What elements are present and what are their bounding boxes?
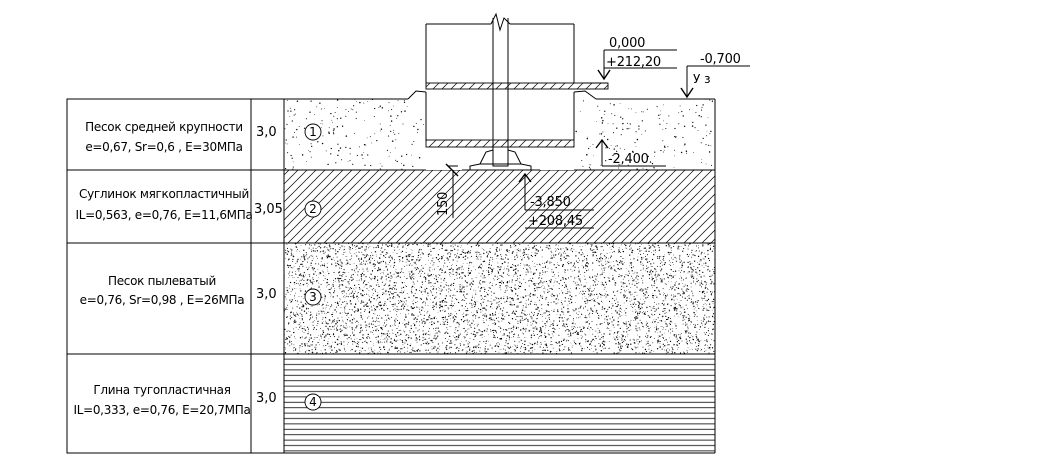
layer-4-thickness: 3,0 — [256, 391, 277, 406]
layer-1-fill — [284, 99, 714, 170]
mark-zero-top: 0,000 — [609, 36, 645, 51]
layer-4-number: 4 — [309, 395, 317, 409]
mark-slab-top: -2,400 — [608, 152, 649, 167]
mark-base-top: -3,850 — [530, 195, 571, 210]
soil-section — [283, 98, 716, 454]
layer-4-fill — [284, 354, 715, 453]
layer-1-thickness: 3,0 — [256, 125, 277, 140]
layer-2-number: 2 — [309, 202, 317, 216]
elevation-marks: 0,000 +212,20 -0,700 У з -2,400 -3,850 +… — [436, 36, 750, 229]
layer-3-props: e=0,76, Sr=0,98 , E=26МПа — [80, 293, 245, 307]
mark-base-bottom: +208,45 — [528, 214, 583, 229]
mark-zero-bottom: +212,20 — [606, 55, 661, 70]
layer-3-name: Песок пылеватый — [108, 274, 216, 288]
layer-4-props: IL=0,333, e=0,76, E=20,7МПа — [73, 403, 250, 417]
layer-2-name: Суглинок мягкопластичный — [79, 187, 249, 201]
layer-2-thickness: 3,05 — [254, 202, 283, 217]
layer-3-thickness: 3,0 — [256, 287, 277, 302]
foundation — [407, 12, 609, 171]
mark-ground-water-label: У з — [693, 72, 711, 86]
layer-4-name: Глина тугопластичная — [93, 383, 230, 397]
dim-150: 150 — [436, 192, 451, 216]
layer-3-number: 3 — [309, 290, 317, 304]
layer-2-props: IL=0,563, e=0,76, E=11,6МПа — [75, 208, 252, 222]
layer-2-fill — [284, 170, 715, 243]
layer-1-number: 1 — [309, 125, 317, 139]
layer-numbers: 1 2 3 4 — [304, 123, 322, 411]
layer-1-props: e=0,67, Sr=0,6 , E=30МПа — [85, 140, 242, 154]
layer-3-fill — [284, 243, 715, 354]
layer-1-name: Песок средней крупности — [85, 120, 243, 134]
mark-ground-top: -0,700 — [700, 52, 741, 67]
